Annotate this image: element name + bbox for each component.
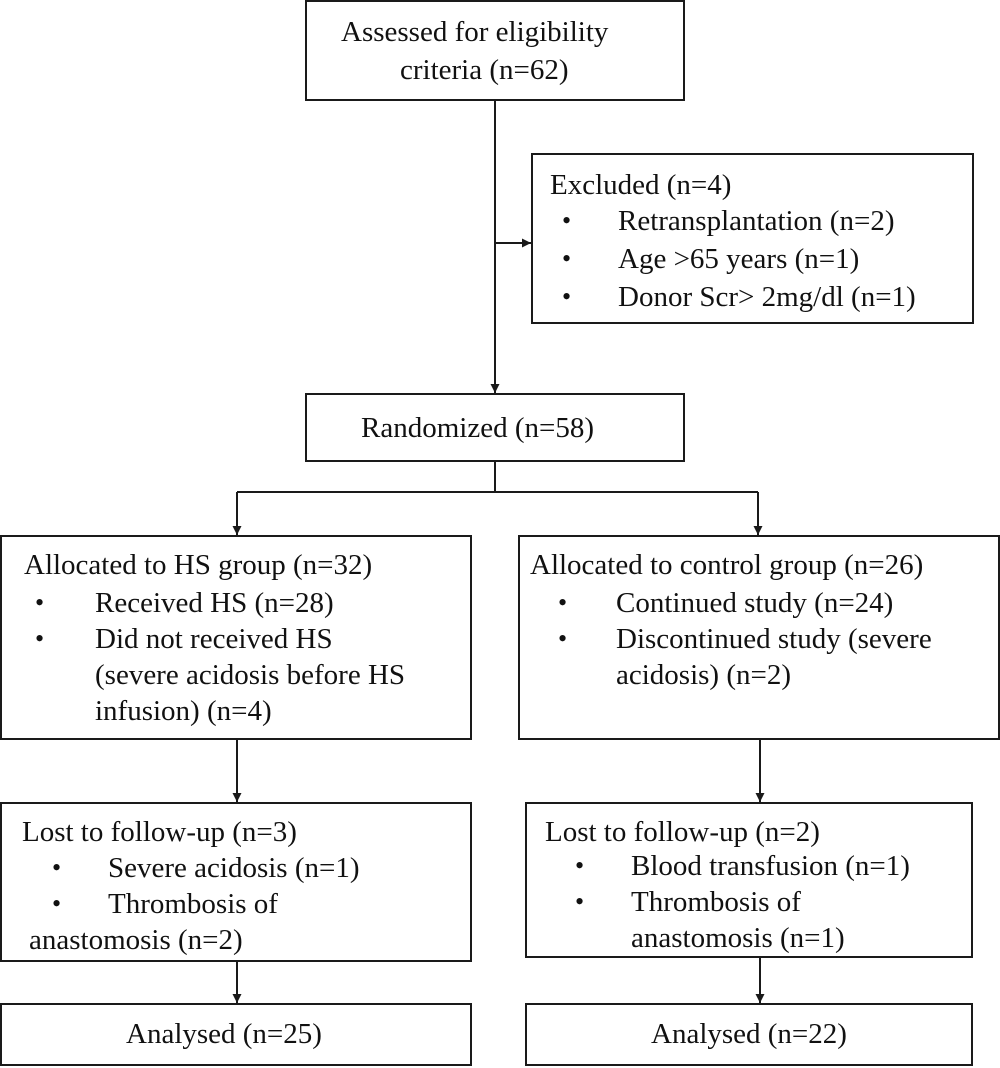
hs-analysed-label: Analysed (n=25) (126, 1018, 322, 1050)
hs-lost-bullet-2: • (52, 889, 62, 918)
hs-group-bullet-2: • (35, 624, 45, 653)
assessed-box: Assessed for eligibility criteria (n=62) (305, 0, 685, 101)
control-group-item-2-line-1: Discontinued study (severe (616, 623, 932, 655)
control-lost-bullet-2: • (575, 887, 585, 916)
excluded-bullet-3: • (562, 282, 572, 311)
control-group-title: Allocated to control group (n=26) (530, 549, 924, 581)
hs-group-item-2-line-3: infusion) (n=4) (95, 695, 272, 727)
hs-group-item-2-line-1: Did not received HS (95, 623, 333, 655)
randomized-label: Randomized (n=58) (361, 412, 594, 444)
excluded-box: Excluded (n=4) • Retransplantation (n=2)… (531, 153, 974, 324)
hs-group-title: Allocated to HS group (n=32) (24, 549, 373, 581)
control-lost-title: Lost to follow-up (n=2) (545, 816, 820, 848)
hs-group-box: Allocated to HS group (n=32) • Received … (0, 535, 472, 740)
randomized-box: Randomized (n=58) (305, 393, 685, 462)
control-analysed-box: Analysed (n=22) (525, 1003, 973, 1066)
assessed-line-1: Assessed for eligibility (341, 16, 609, 48)
control-group-item-1: Continued study (n=24) (616, 587, 894, 619)
hs-group-item-1: Received HS (n=28) (95, 587, 334, 619)
control-lost-item-2-line-2: anastomosis (n=1) (631, 922, 845, 954)
control-lost-item-1: Blood transfusion (n=1) (631, 850, 910, 882)
excluded-bullet-2: • (562, 244, 572, 273)
excluded-item-1: Retransplantation (n=2) (618, 205, 895, 237)
hs-lost-item-1: Severe acidosis (n=1) (108, 852, 360, 884)
hs-lost-item-2-line-1: Thrombosis of (108, 888, 278, 920)
control-lost-box: Lost to follow-up (n=2) • Blood transfus… (525, 802, 973, 958)
control-analysed-label: Analysed (n=22) (651, 1018, 847, 1050)
control-lost-item-2-line-1: Thrombosis of (631, 886, 801, 918)
excluded-bullet-1: • (562, 206, 572, 235)
excluded-title: Excluded (n=4) (550, 169, 732, 201)
hs-lost-box: Lost to follow-up (n=3) • Severe acidosi… (0, 802, 472, 962)
control-group-item-2-line-2: acidosis) (n=2) (616, 659, 792, 691)
hs-lost-title: Lost to follow-up (n=3) (22, 816, 297, 848)
control-group-bullet-2: • (558, 624, 568, 653)
control-group-box: Allocated to control group (n=26) • Cont… (518, 535, 1000, 740)
hs-analysed-box: Analysed (n=25) (0, 1003, 472, 1066)
control-group-bullet-1: • (558, 588, 568, 617)
assessed-line-2: criteria (n=62) (400, 54, 569, 86)
excluded-item-2: Age >65 years (n=1) (618, 243, 860, 275)
control-lost-bullet-1: • (575, 851, 585, 880)
hs-lost-item-2-line-2: anastomosis (n=2) (29, 924, 243, 956)
hs-group-item-2-line-2: (severe acidosis before HS (95, 659, 406, 691)
hs-group-bullet-1: • (35, 588, 45, 617)
hs-lost-bullet-1: • (52, 853, 62, 882)
excluded-item-3: Donor Scr> 2mg/dl (n=1) (618, 281, 916, 313)
